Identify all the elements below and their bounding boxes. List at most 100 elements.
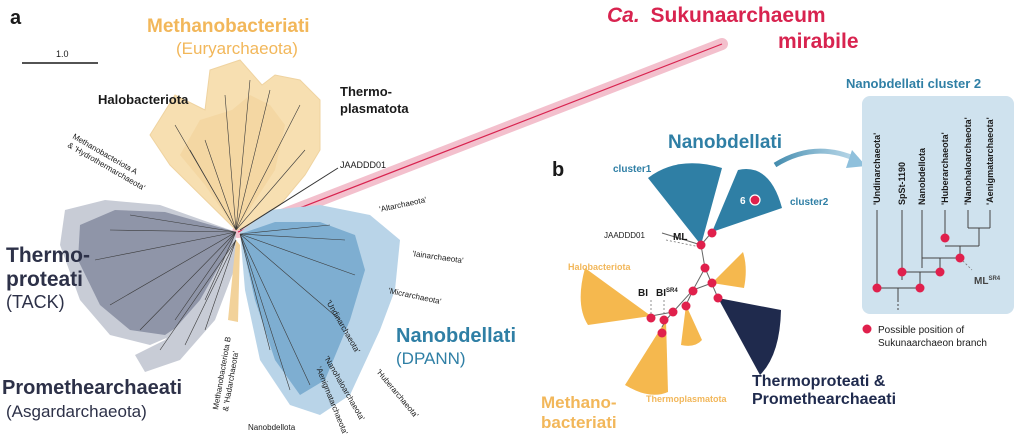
cluster2-count: 6 bbox=[740, 196, 746, 207]
methanobacteriati-b-label-2: bacteriati bbox=[541, 413, 617, 432]
taxon-huberarchaeota: 'Huberarchaeota' bbox=[940, 132, 950, 205]
nanobdellati-clade bbox=[240, 222, 365, 395]
thermoplasmatota-label-2: plasmatota bbox=[340, 101, 409, 116]
dot-ml bbox=[696, 240, 706, 250]
small-orange-wedge bbox=[712, 252, 746, 288]
methanobacteriota-b-wedge bbox=[228, 240, 240, 322]
panel-b: b Nanobdellati bbox=[541, 132, 896, 432]
cluster2-cladogram bbox=[876, 210, 991, 300]
thermoplasmatota-label-1: Thermo- bbox=[340, 84, 392, 99]
cluster2-box-bg bbox=[862, 96, 1014, 314]
jaaddd01-label: JAADDD01 bbox=[340, 160, 386, 170]
svg-text:Ca. Sukunaarchaeum: Ca. Sukunaarchaeum bbox=[607, 4, 826, 27]
bisr4-sup: SR4 bbox=[666, 288, 678, 294]
taxon-nanobdellota: Nanobdellota bbox=[917, 147, 927, 205]
thermoproteati-clade bbox=[78, 210, 236, 335]
dot-node-4 bbox=[713, 293, 723, 303]
dot-node-6 bbox=[657, 328, 667, 338]
scale-bar-label: 1.0 bbox=[56, 49, 69, 59]
ml-b-label: ML bbox=[673, 232, 687, 243]
halobacteriota-b-label: Halobacteriota bbox=[568, 262, 632, 272]
taxon-nanohaloarchaeota: 'Nanohaloarchaeota' bbox=[963, 117, 973, 205]
c2-dot-5 bbox=[940, 233, 950, 243]
jaaddd01-b-label: JAADDD01 bbox=[604, 231, 645, 240]
halobacteriota-wedge bbox=[580, 268, 651, 325]
dot-node-3 bbox=[707, 278, 717, 288]
cluster2-legend: Possible position of Sukunaarchaeon bran… bbox=[862, 324, 987, 349]
cluster2-label: cluster2 bbox=[790, 197, 829, 208]
c2-dot-3 bbox=[897, 267, 907, 277]
dot-bisr4 bbox=[659, 315, 669, 325]
bisr4-main: BI bbox=[656, 288, 666, 299]
c2-dot-4 bbox=[935, 267, 945, 277]
micrarchaeota-label-group: 'Micrarchaeota' bbox=[388, 286, 443, 306]
c2-dot-2 bbox=[915, 283, 925, 293]
sukuna-prefix: Ca. bbox=[607, 4, 640, 27]
methanobacteriati-wedge bbox=[625, 320, 668, 395]
sukuna-branch bbox=[237, 43, 723, 233]
thermoplasmatota-b-label: Thermoplasmatota bbox=[646, 394, 728, 404]
cluster2-dots bbox=[872, 233, 965, 293]
methanobacteriota-b-label: Methanobacteriota B & 'Hadarchaeota' bbox=[211, 336, 240, 412]
sukuna-name2: mirabile bbox=[778, 30, 859, 53]
dot-node-1 bbox=[700, 263, 710, 273]
tack-label: (TACK) bbox=[6, 292, 65, 312]
thermoproteati-b-label-1: Thermoproteati & bbox=[752, 373, 886, 390]
methanobacteriati-inner bbox=[180, 95, 285, 230]
thermoplasmatota-wedge bbox=[681, 305, 702, 346]
thermoproteati-label-1: Thermo- bbox=[6, 244, 90, 267]
cluster2-box-title: Nanobdellati cluster 2 bbox=[846, 76, 981, 91]
cluster2-arrow bbox=[773, 148, 860, 168]
cluster2-box: Nanobdellati cluster 2 'Undinarchaeota' … bbox=[846, 76, 1014, 349]
panel-b-dots bbox=[646, 228, 723, 338]
sukunaarchaeum-title: Ca. Sukunaarchaeum mirabile bbox=[607, 4, 859, 53]
euryarchaeota-label: (Euryarchaeota) bbox=[176, 39, 298, 58]
cluster2-wedge bbox=[712, 169, 782, 232]
jaaddd01-branch bbox=[239, 167, 339, 231]
huberarchaeota-label: 'Huberarchaeota' bbox=[374, 368, 420, 420]
dot-node-5 bbox=[668, 307, 678, 317]
dot-node-7 bbox=[681, 301, 691, 311]
asgardarchaeota-label: (Asgardarchaeota) bbox=[6, 402, 147, 421]
nanobdellota-label: Nanobdellota bbox=[248, 423, 296, 432]
methanobacteriati-label: Methanobacteriati bbox=[147, 16, 310, 37]
cluster1-wedge bbox=[648, 163, 722, 245]
legend-line2: Sukunaarchaeon branch bbox=[878, 338, 987, 349]
panel-a-letter: a bbox=[10, 7, 22, 29]
thermoproteati-wedge bbox=[718, 298, 781, 375]
nanobdellati-b-label: Nanobdellati bbox=[668, 132, 782, 153]
promethearchaeati-label: Promethearchaeati bbox=[2, 377, 182, 399]
bi-label: BI bbox=[638, 288, 648, 299]
mlsr4-main: ML bbox=[974, 276, 988, 287]
methanobacteriota-a-label: Methanobacteriota A & 'Hydrothermarchaeo… bbox=[66, 132, 147, 193]
mlsr4-label: MLSR4 bbox=[974, 276, 1001, 287]
micrarchaeota-label: 'Micrarchaeota' bbox=[388, 286, 443, 306]
scale-bar: 1.0 bbox=[22, 49, 98, 64]
c2-dot-1 bbox=[872, 283, 882, 293]
legend-dot bbox=[862, 324, 872, 334]
cluster2-dot bbox=[749, 194, 761, 206]
thermoproteati-b-label-2: Promethearchaeati bbox=[752, 391, 896, 408]
methanobacteriati-b-label-1: Methano- bbox=[541, 393, 617, 412]
c2-dot-6 bbox=[955, 253, 965, 263]
taxon-undinarchaeota: 'Undinarchaeota' bbox=[872, 133, 882, 205]
cluster2-arrowhead bbox=[846, 150, 866, 168]
cluster1-label: cluster1 bbox=[613, 164, 652, 175]
taxon-spst1190: SpSt-1190 bbox=[897, 162, 907, 205]
cluster2-taxa: 'Undinarchaeota' SpSt-1190 Nanobdellota … bbox=[872, 117, 995, 205]
iainarchaeota-label: 'Iainarchaeota' bbox=[412, 249, 465, 265]
nanobdellati-a-label: Nanobdellati bbox=[396, 325, 516, 347]
altarchaeota-label-group: 'Altarchaeota' bbox=[379, 195, 428, 214]
mlsr4-dashed bbox=[959, 257, 973, 271]
bisr4-label: BISR4 bbox=[656, 288, 678, 299]
tree-lines bbox=[94, 79, 356, 391]
altarchaeota-label: 'Altarchaeota' bbox=[379, 195, 428, 214]
panel-b-letter: b bbox=[552, 159, 564, 181]
dot-bi bbox=[646, 313, 656, 323]
halobacteriota-label: Halobacteriota bbox=[98, 92, 189, 107]
legend-line1: Possible position of bbox=[878, 325, 964, 336]
iainarchaeota-label-group: 'Iainarchaeota' bbox=[412, 249, 465, 265]
dot-node-2 bbox=[688, 286, 698, 296]
huberarchaeota-label-group: 'Huberarchaeota' bbox=[374, 368, 420, 420]
